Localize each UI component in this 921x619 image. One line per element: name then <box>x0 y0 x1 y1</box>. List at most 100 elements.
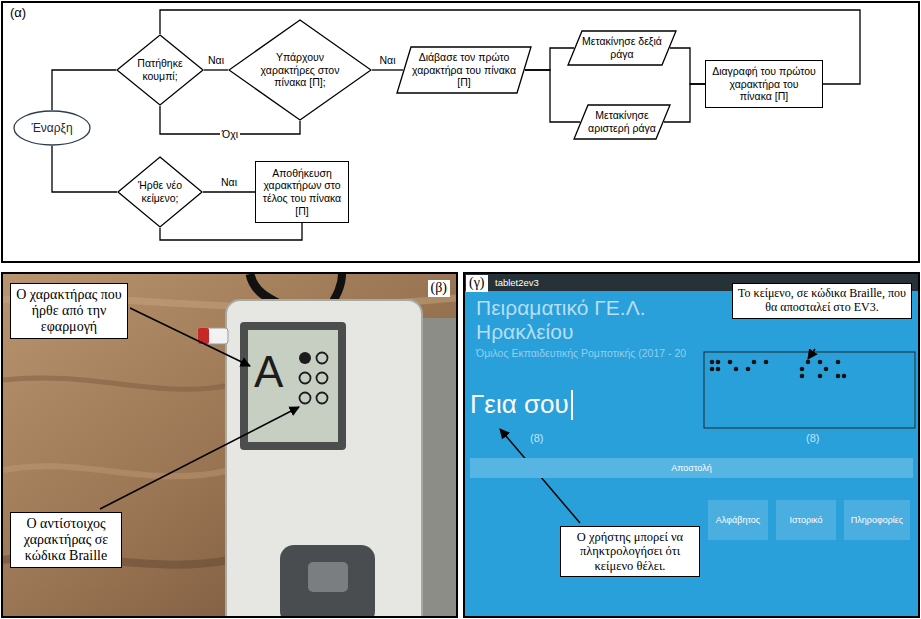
braille-dot <box>734 367 739 372</box>
braille-dot <box>716 360 721 365</box>
ev3-photo <box>3 274 456 616</box>
flow-text: Μετακίνησε δεξιά ράγα <box>580 35 664 60</box>
input-text: Γεια σου <box>470 390 573 420</box>
callout-box: Το κείμενο, σε κώδικα Braille, που θα απ… <box>732 283 912 319</box>
diamond-shape <box>229 20 371 120</box>
braille-dot <box>836 360 841 365</box>
app-background <box>465 274 918 616</box>
callout-box: Ο χαρακτήρας που ήρθε από την εφαρμογή <box>10 283 128 339</box>
flow-connector <box>52 70 116 110</box>
app-title: Πειραματικό ΓΕ.Λ. Ηρακλείου <box>476 296 691 344</box>
edge-label: Όχι <box>220 128 240 141</box>
braille-dot <box>800 367 805 372</box>
io-parallelogram: Μετακίνησε αριστερή ράγα <box>573 104 671 140</box>
braille-dot <box>300 373 311 384</box>
button-text: Αλφάβητος <box>716 515 760 525</box>
connector-peg <box>198 328 228 344</box>
wood-grain <box>3 466 230 476</box>
braille-dot <box>710 367 715 372</box>
menu-button: Ιστορικό <box>776 500 836 540</box>
screen-bezel <box>240 322 346 450</box>
braille-dot <box>818 374 823 379</box>
ev3-brick <box>226 300 422 616</box>
braille-dot <box>299 352 311 364</box>
flow-connector <box>664 84 705 122</box>
flow-connector <box>525 48 574 70</box>
process-box: Αποθήκευση χαρακτήρων στο τέλος του πίνα… <box>255 161 349 223</box>
panel-frame: (α) Έναρξη Πατήθηκε κουμπί; Υπάρχουν χαρακτ… <box>1 1 920 263</box>
braille-dot <box>842 374 847 379</box>
flow-text: Έναρξη <box>31 121 72 135</box>
process-box: Διαγραφή του πρώτου χαρακτήρα του πίνακα… <box>705 60 823 108</box>
button-text: Πληροφορίες <box>851 515 903 525</box>
flow-connector <box>372 69 403 70</box>
terminal-shape <box>14 111 90 145</box>
braille-dot <box>746 367 751 372</box>
menu-button: Πληροφορίες <box>844 500 910 540</box>
callout-box: Ο χρήστης μπορεί να πληκτρολογήσει ότι κ… <box>560 526 700 577</box>
edge-label: Ναι <box>378 54 398 67</box>
braille-cells <box>710 360 847 379</box>
braille-dot <box>752 360 757 365</box>
parallelogram-shape <box>568 31 676 65</box>
io-parallelogram: Μετακίνησε δεξιά ράγα <box>567 30 677 66</box>
callout-text: Ο χαρακτήρας που ήρθε από την εφαρμογή <box>15 287 123 335</box>
char-count: (8) <box>530 432 543 445</box>
parallelogram-shape <box>397 47 531 93</box>
callout-text: Ο χρήστης μπορεί να πληκτρολογήσει ότι κ… <box>565 530 695 573</box>
leader-line <box>808 349 815 359</box>
braille-dot <box>317 353 328 364</box>
flow-connector <box>670 48 705 84</box>
lcd-screen <box>248 330 338 442</box>
lcd-character: A <box>254 350 283 394</box>
decision-diamond: Πατήθηκε κουμπί; <box>116 34 204 106</box>
flow-text: Αποθήκευση χαρακτήρων στο τέλος του πίνα… <box>258 167 346 217</box>
leader-line <box>100 407 299 509</box>
braille-dot <box>818 360 823 365</box>
start-terminal: Έναρξη <box>13 110 91 146</box>
braille-dot <box>764 360 769 365</box>
braille-dot <box>300 393 311 404</box>
menu-button: Αλφάβητος <box>708 500 768 540</box>
button-text: tablet2ev3 <box>495 277 539 288</box>
parallelogram-shape <box>574 105 670 139</box>
braille-dot <box>317 393 328 404</box>
braille-dot <box>800 374 805 379</box>
flow-text: Πατήθηκε κουμπί; <box>129 57 191 82</box>
braille-output-box <box>704 352 915 428</box>
decision-diamond: Υπάρχουν χαρακτήρες στον πίνακα [Π]; <box>228 19 372 121</box>
leader-line <box>130 308 250 366</box>
panel-label: (α) <box>7 5 29 21</box>
flow-text: Διάβασε τον πρώτο χαρακτήρα του πίνακα [… <box>404 51 524 89</box>
decision-diamond: Ήρθε νέο κείμενο; <box>117 156 203 228</box>
edge-label: Ναι <box>219 176 239 189</box>
braille-dot <box>836 374 841 379</box>
char-count: (8) <box>806 432 819 445</box>
braille-dot <box>806 360 811 365</box>
braille-dot <box>716 367 721 372</box>
flow-connector <box>203 191 255 192</box>
diamond-shape <box>118 157 202 227</box>
io-parallelogram: Διάβασε τον πρώτο χαρακτήρα του πίνακα [… <box>396 46 532 94</box>
callout-text: Ο αντίστοιχος χαρακτήρας σε κώδικα Brail… <box>15 516 117 564</box>
flow-text: Ήρθε νέο κείμενο; <box>129 179 191 204</box>
flow-text: Μετακίνησε αριστερή ράγα <box>580 109 664 134</box>
app-subtitle: Όμιλος Εκπαιδευτικής Ρομποτικής (2017 - … <box>476 347 686 359</box>
wood-grain <box>3 378 230 389</box>
panel-label: (γ) <box>466 275 488 292</box>
braille-dot <box>728 360 733 365</box>
flow-connector <box>204 69 228 70</box>
flow-connector <box>52 146 117 192</box>
app-screenshot <box>465 274 918 616</box>
diamond-shape <box>117 35 203 105</box>
flow-connector <box>160 223 302 240</box>
braille-dot <box>824 367 829 372</box>
braille-dot <box>317 373 328 384</box>
brick-side <box>418 318 456 616</box>
flow-connector <box>525 70 580 122</box>
flow-text: Διαγραφή του πρώτου χαρακτήρα του πίνακα… <box>712 65 816 103</box>
brick-button <box>308 562 348 592</box>
panel-frame: (β)Ο χαρακτήρας που ήρθε από την εφαρμογ… <box>1 272 458 618</box>
button-text: Αποστολή <box>671 463 711 473</box>
edge-label: Ναι <box>206 54 226 67</box>
